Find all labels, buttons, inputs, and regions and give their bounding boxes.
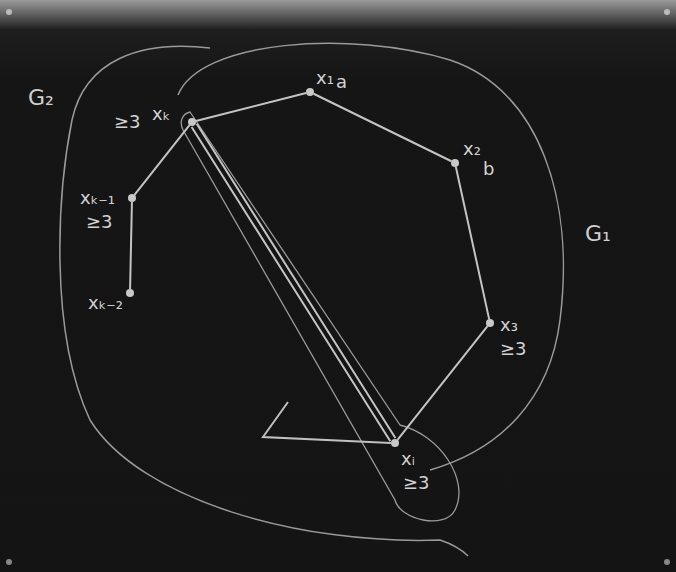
graph-edge [314,94,452,161]
graph-vertex: xₖ₋₁≥3 [128,194,136,202]
graph-vertex: x₃≥3 [486,319,494,327]
graph-edge [456,167,489,319]
graph-edge [130,202,132,289]
screw [664,9,670,15]
region-outline [60,46,468,556]
graph-edge [134,125,189,195]
screw [664,559,670,565]
vertex-label: xₖ₋₁ [80,188,115,208]
vertex-label: a [336,72,347,92]
vertex-label: ≥3 [114,112,141,132]
graph-vertex: x₂b [451,159,459,167]
graph-edge [192,124,396,441]
vertex-label: xₖ₋₂ [88,293,123,313]
region-label: G₁ [585,222,611,246]
screw [6,9,12,15]
screw [6,559,12,565]
dangling-edge [263,402,391,443]
graph-vertex: x₁a [306,88,314,96]
vertex-label: ≥3 [500,339,527,359]
graph-edge [196,93,306,121]
vertex-label: x₁ [316,68,334,88]
graph-edge [397,326,487,440]
graph-vertex: xₖ₋₂ [126,289,134,297]
chord-outline [181,112,459,521]
region-label: G₂ [28,86,54,110]
vertex-label: xₖ [152,104,170,124]
vertex-label: x₃ [500,315,518,335]
vertex-label: b [483,159,494,179]
graph-vertex: xᵢ≥3 [391,439,399,447]
vertex-label: x₂ [463,139,481,159]
vertex-label: ≥3 [86,212,113,232]
vertex-label: xᵢ [401,449,415,469]
vertex-label: ≥3 [403,473,430,493]
region-outline [178,43,563,470]
graph-vertex: ≥3xₖ [188,118,196,126]
